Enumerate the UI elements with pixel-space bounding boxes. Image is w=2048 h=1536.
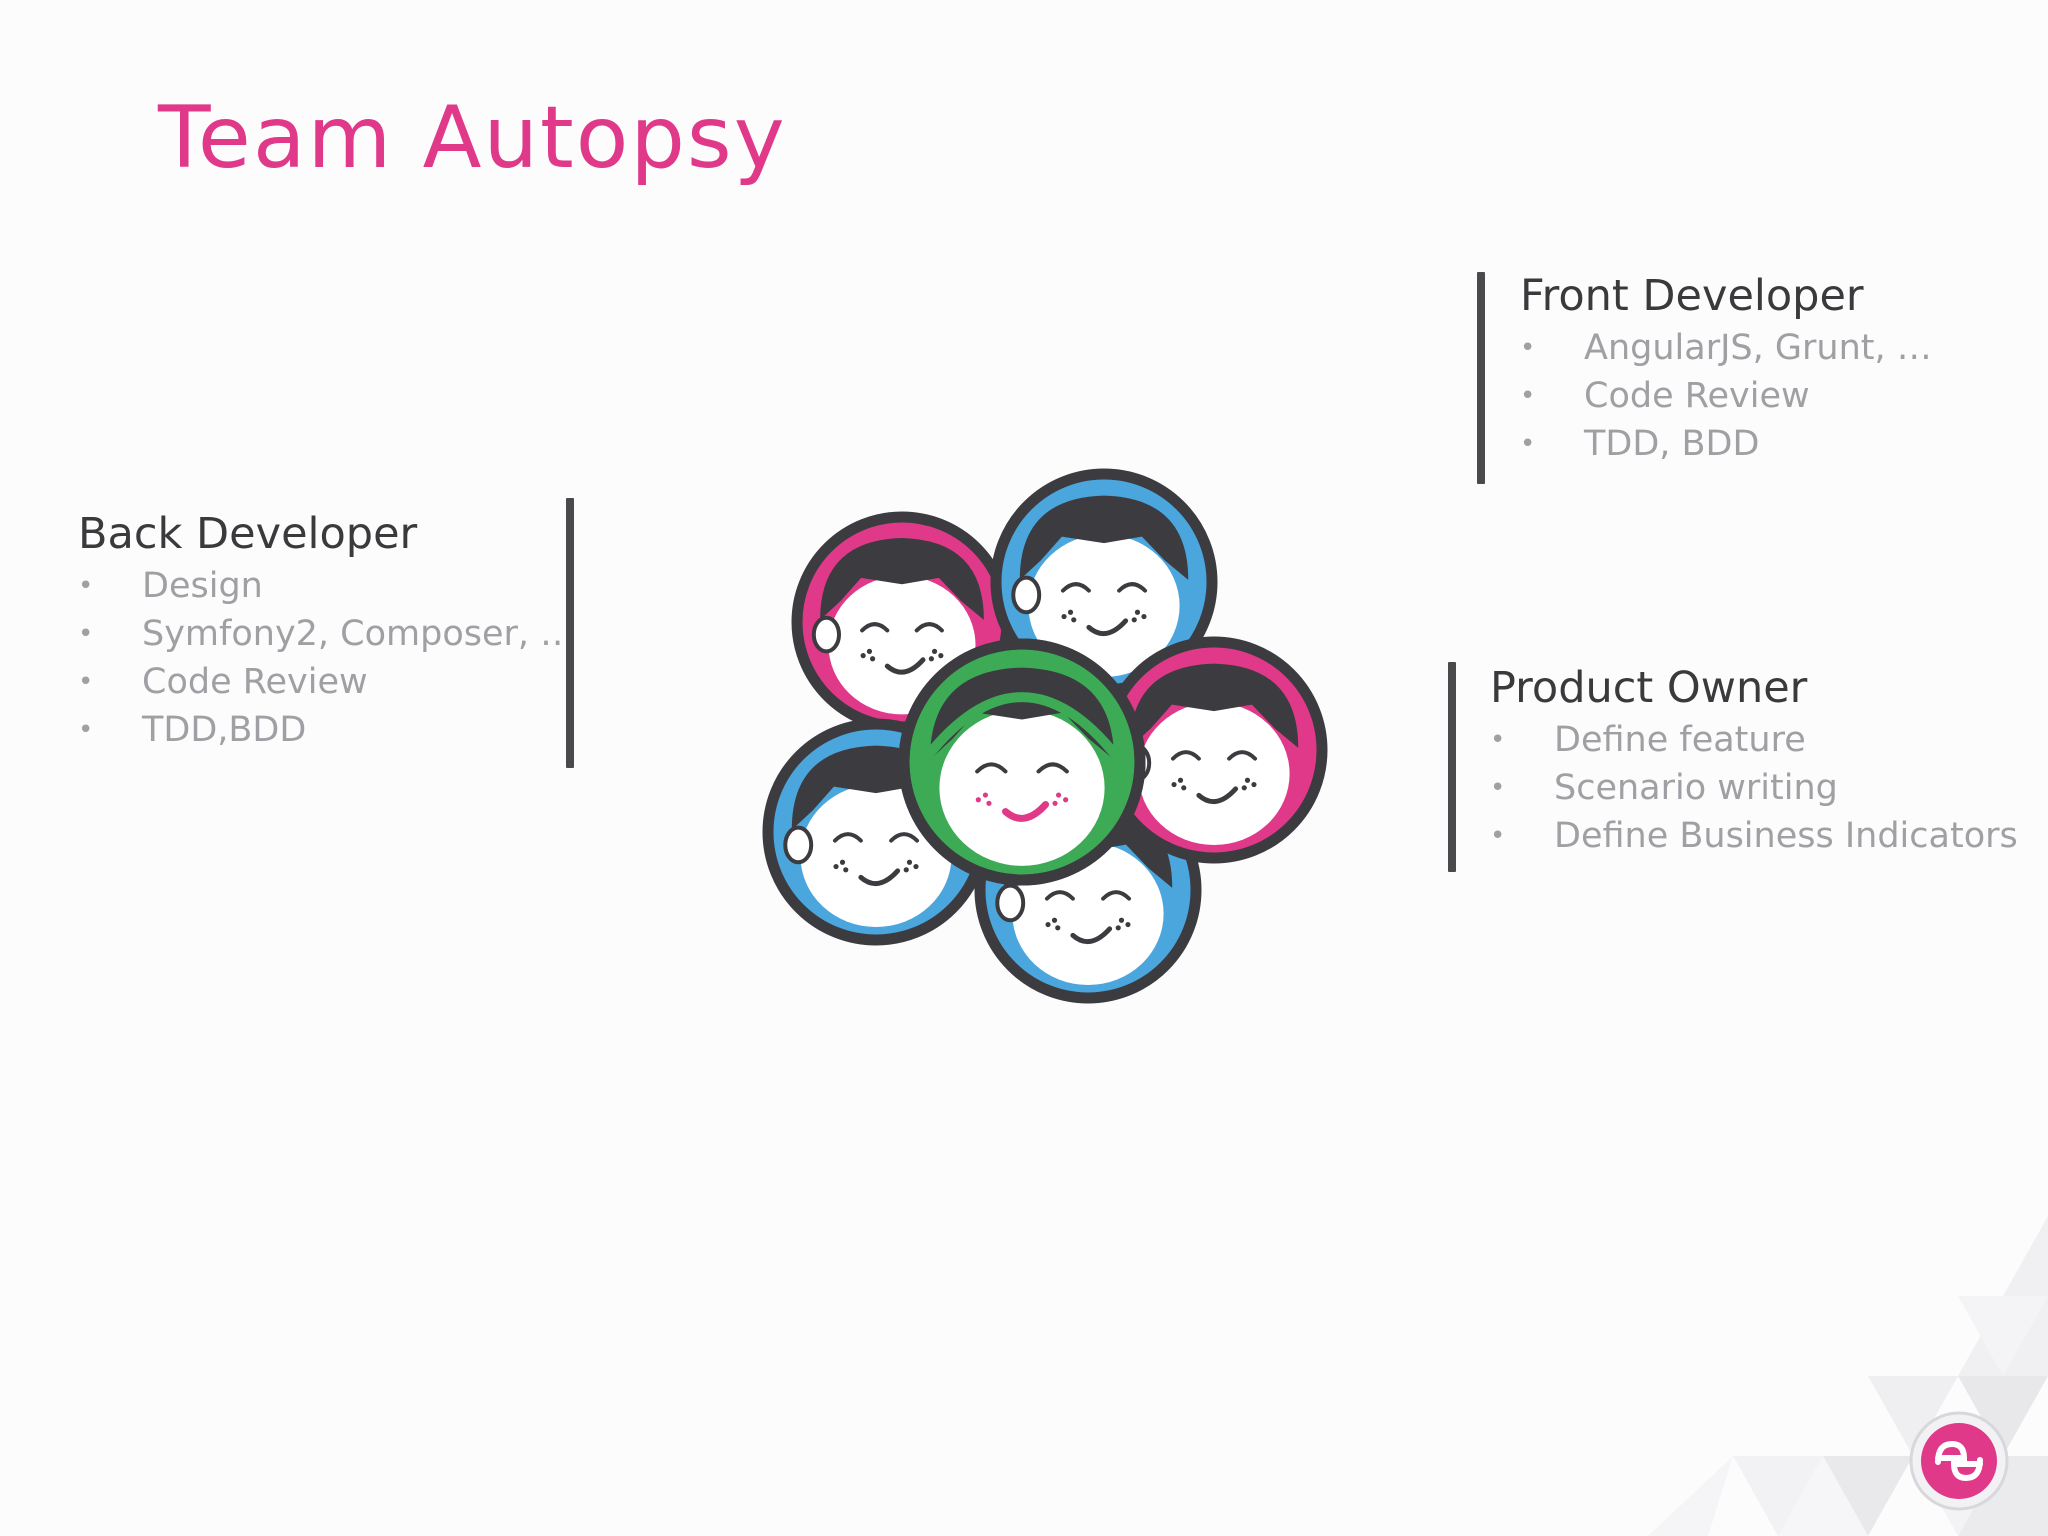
back-developer-item-text: Symfony2, Composer, …: [142, 614, 576, 654]
front-developer-item-text: AngularJS, Grunt, …: [1584, 328, 1932, 368]
back-developer-divider: [566, 498, 574, 768]
front-developer-heading: Front Developer: [1520, 271, 1864, 321]
back-developer-block: Back Developer • Design • Symfony2, Compose…: [78, 506, 575, 754]
back-developer-list: • Design • Symfony2, Composer, … • Code Revie…: [78, 562, 575, 754]
front-developer-item: • AngularJS, Grunt, …: [1520, 324, 1932, 372]
back-developer-heading: Back Developer: [78, 509, 418, 559]
bullet-icon: •: [1520, 381, 1536, 411]
bullet-icon: •: [1520, 333, 1536, 363]
product-owner-item-text: Scenario writing: [1554, 768, 1838, 808]
product-owner-list: • Define feature • Scenario writing • Define …: [1490, 716, 2018, 860]
back-developer-item: • Code Review: [78, 658, 575, 706]
front-developer-divider: [1477, 272, 1485, 484]
product-owner-item-text: Define feature: [1554, 720, 1806, 760]
face-right: [1100, 636, 1328, 864]
front-developer-item: • Code Review: [1520, 372, 1932, 420]
product-owner-divider: [1448, 662, 1456, 872]
bullet-icon: •: [1490, 773, 1506, 803]
bullet-icon: •: [1490, 725, 1506, 755]
front-developer-item-text: TDD, BDD: [1584, 424, 1760, 464]
bullet-icon: •: [1490, 821, 1506, 851]
team-faces-illustration: [762, 468, 1328, 1004]
bullet-icon: •: [78, 571, 94, 601]
product-owner-item: • Define feature: [1490, 716, 2018, 764]
back-developer-item: • Design: [78, 562, 575, 610]
product-owner-heading: Product Owner: [1490, 663, 1808, 713]
front-developer-item: • TDD, BDD: [1520, 420, 1932, 468]
product-owner-item: • Define Business Indicators: [1490, 812, 2018, 860]
slide-title: Team Autopsy: [158, 88, 787, 188]
triangle-pattern-decoration: [1648, 1216, 2048, 1536]
front-developer-block: Front Developer • AngularJS, Grunt, … • Cod…: [1520, 268, 1932, 468]
brand-logo-icon: [1909, 1411, 2009, 1511]
bullet-icon: •: [1520, 429, 1536, 459]
back-developer-item: • Symfony2, Composer, …: [78, 610, 575, 658]
front-developer-item-text: Code Review: [1584, 376, 1810, 416]
bullet-icon: •: [78, 715, 94, 745]
back-developer-item: • TDD,BDD: [78, 706, 575, 754]
bullet-icon: •: [78, 667, 94, 697]
front-developer-list: • AngularJS, Grunt, … • Code Review • TDD, BD…: [1520, 324, 1932, 468]
product-owner-item-text: Define Business Indicators: [1554, 816, 2018, 856]
face-top-right: [990, 468, 1218, 696]
product-owner-block: Product Owner • Define feature • Scenario w…: [1490, 660, 2018, 860]
back-developer-item-text: TDD,BDD: [142, 710, 307, 750]
face-center-girl: [898, 638, 1146, 886]
back-developer-item-text: Code Review: [142, 662, 368, 702]
bullet-icon: •: [78, 619, 94, 649]
back-developer-item-text: Design: [142, 566, 263, 606]
product-owner-item: • Scenario writing: [1490, 764, 2018, 812]
